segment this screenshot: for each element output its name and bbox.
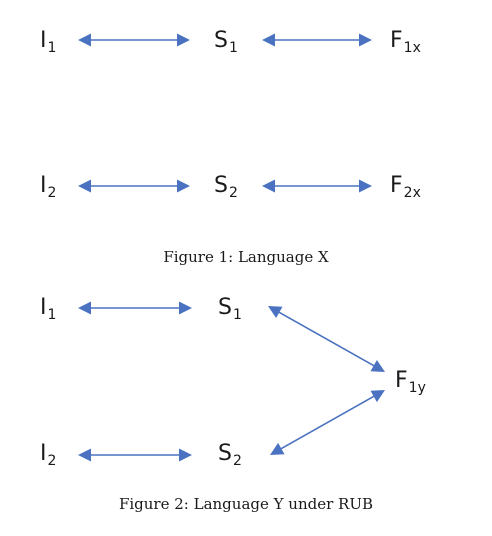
arrow-head [370, 390, 385, 403]
figure2-node-s2: S2 [218, 441, 242, 469]
node-base: I [40, 28, 47, 53]
arrow-head [268, 306, 283, 318]
node-base: I [40, 441, 47, 466]
arrow-head [78, 179, 91, 193]
figure2-node-s1: S1 [218, 295, 242, 323]
arrow-head [179, 448, 192, 462]
figure2-i1-s1-arrow [78, 301, 192, 315]
figure1-i1-s1-arrow [78, 33, 190, 47]
figure1-node-i2: I2 [40, 173, 56, 201]
node-subscript: 1 [232, 307, 242, 323]
node-subscript: 1x [403, 40, 421, 56]
figure2-s2-f1y-arrow [270, 390, 385, 455]
node-base: S [218, 441, 232, 466]
arrow-head [78, 301, 91, 315]
figure2-node-f1y: F1y [395, 368, 426, 396]
arrow-head [78, 448, 91, 462]
node-subscript: 2 [47, 453, 57, 469]
node-base: F [395, 368, 408, 393]
figure1-node-s2: S2 [214, 173, 238, 201]
node-base: F [390, 28, 403, 53]
figure1-s1-f1x-arrow [262, 33, 372, 47]
node-subscript: 2 [47, 185, 57, 201]
node-subscript: 2 [232, 453, 242, 469]
arrow-head [359, 33, 372, 47]
node-subscript: 2x [403, 185, 421, 201]
figure1-s2-f2x-arrow [262, 179, 372, 193]
arrow-head [262, 33, 275, 47]
arrow-head [177, 179, 190, 193]
figure2-s1-f1y-arrow [268, 306, 385, 372]
node-base: F [390, 173, 403, 198]
node-subscript: 1 [228, 40, 238, 56]
figure2-i2-s2-arrow [78, 448, 192, 462]
arrow-head [78, 33, 91, 47]
node-base: S [214, 173, 228, 198]
node-subscript: 1 [47, 307, 57, 323]
figure1-node-f2x: F2x [390, 173, 421, 201]
figure1-caption: Figure 1: Language X [163, 248, 329, 266]
arrow-head [262, 179, 275, 193]
node-subscript: 2 [228, 185, 238, 201]
arrow-head [270, 442, 285, 455]
figure1-node-s1: S1 [214, 28, 238, 56]
node-subscript: 1 [47, 40, 57, 56]
node-subscript: 1y [408, 380, 426, 396]
figure2-caption: Figure 2: Language Y under RUB [118, 495, 374, 513]
node-base: I [40, 295, 47, 320]
arrow-head [179, 301, 192, 315]
node-base: S [218, 295, 232, 320]
arrow-shaft [279, 394, 376, 451]
node-base: I [40, 173, 47, 198]
figure1-i2-s2-arrow [78, 179, 190, 193]
figure2-node-i1: I1 [40, 295, 56, 323]
arrow-head [359, 179, 372, 193]
figure1-node-i1: I1 [40, 28, 56, 56]
node-base: S [214, 28, 228, 53]
arrow-head [370, 360, 385, 372]
figure1-node-f1x: F1x [390, 28, 421, 56]
arrow-shaft [277, 310, 376, 368]
figure2-node-i2: I2 [40, 441, 56, 469]
arrow-head [177, 33, 190, 47]
